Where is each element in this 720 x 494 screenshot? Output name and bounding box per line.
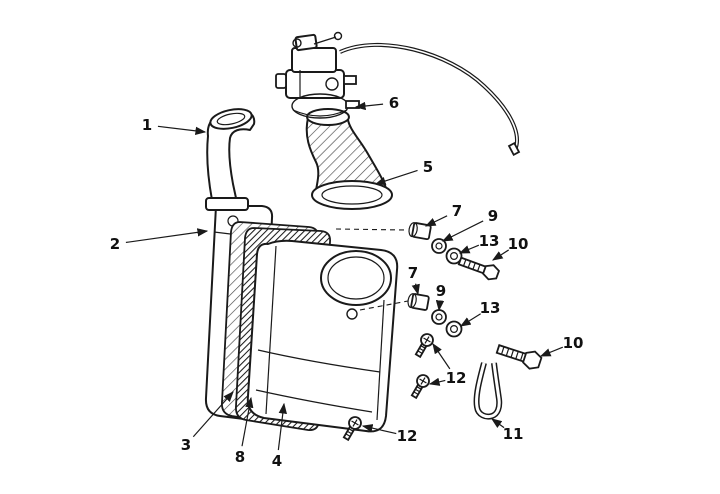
screw-3 xyxy=(342,416,362,442)
callout-label-13-13: 13 xyxy=(480,299,501,317)
callout-leader-4 xyxy=(277,402,287,451)
callout-label-10-10: 10 xyxy=(508,235,529,253)
hardware-row-upper xyxy=(408,222,500,281)
callout-leader-2 xyxy=(125,228,209,244)
cable-end-fitting xyxy=(507,141,521,157)
callout-leader-3 xyxy=(192,391,234,438)
callout-label-12-15: 12 xyxy=(446,369,467,387)
hardware-row-lower xyxy=(407,293,463,338)
callout-leader-10 xyxy=(491,249,510,261)
callout-label-7-11: 7 xyxy=(408,264,418,282)
callout-leader-5 xyxy=(374,169,418,186)
callout-leader-12 xyxy=(428,377,446,386)
carburetor-duct-boot xyxy=(305,108,393,210)
callout-leader-10 xyxy=(539,346,564,357)
callout-leader-7 xyxy=(424,215,448,227)
air-box-case xyxy=(246,239,399,433)
callout-leader-12 xyxy=(432,343,451,370)
flat-washer-lower xyxy=(431,309,447,325)
carburetor-cap xyxy=(294,33,318,52)
breather-pipe xyxy=(473,362,503,420)
assembly-axis-line-upper xyxy=(335,228,407,231)
case-inlet-opening xyxy=(320,250,392,306)
callout-label-1-0: 1 xyxy=(142,116,152,134)
callout-label-9-12: 9 xyxy=(436,282,446,300)
case-screw-hole xyxy=(346,308,358,320)
callout-leader-12 xyxy=(361,424,397,435)
callout-leader-9 xyxy=(441,220,484,242)
carburetor xyxy=(275,31,360,119)
flat-washer-upper xyxy=(431,238,447,254)
callout-leader-1 xyxy=(157,125,207,136)
callout-label-12-16: 12 xyxy=(397,427,418,445)
bolt-lower xyxy=(495,344,543,370)
callout-label-9-8: 9 xyxy=(488,207,498,225)
callout-label-6-6: 6 xyxy=(389,94,399,112)
snorkel-flange xyxy=(205,197,249,211)
callout-label-11-17: 11 xyxy=(503,425,524,443)
callout-label-7-7: 7 xyxy=(452,202,462,220)
air-intake-snorkel xyxy=(205,108,256,211)
callout-label-8-3: 8 xyxy=(235,448,245,466)
callout-leader-13 xyxy=(458,244,480,254)
spring-washer-lower xyxy=(445,320,463,338)
boot-flange xyxy=(311,180,393,210)
callout-label-3-2: 3 xyxy=(181,436,191,454)
spacer-bushing-upper xyxy=(408,222,432,241)
callout-leader-7 xyxy=(411,283,420,296)
spring-washer-upper xyxy=(445,247,463,265)
callout-label-10-14: 10 xyxy=(563,334,584,352)
assembly-axis-line-lower xyxy=(359,300,409,311)
callout-label-5-5: 5 xyxy=(423,158,433,176)
throttle-cable xyxy=(339,43,521,157)
screw-2 xyxy=(410,374,430,400)
callout-label-13-9: 13 xyxy=(479,232,500,250)
callout-leader-9 xyxy=(435,300,445,312)
callout-leader-6 xyxy=(354,101,384,111)
callout-label-2-1: 2 xyxy=(110,235,120,253)
callout-label-4-4: 4 xyxy=(272,452,282,470)
screw-1 xyxy=(414,333,434,359)
callout-leader-11 xyxy=(491,418,505,429)
callout-leader-8 xyxy=(241,396,254,447)
callout-leader-13 xyxy=(459,313,481,327)
bolt-upper xyxy=(457,256,500,281)
spacer-bushing-lower xyxy=(407,293,430,311)
